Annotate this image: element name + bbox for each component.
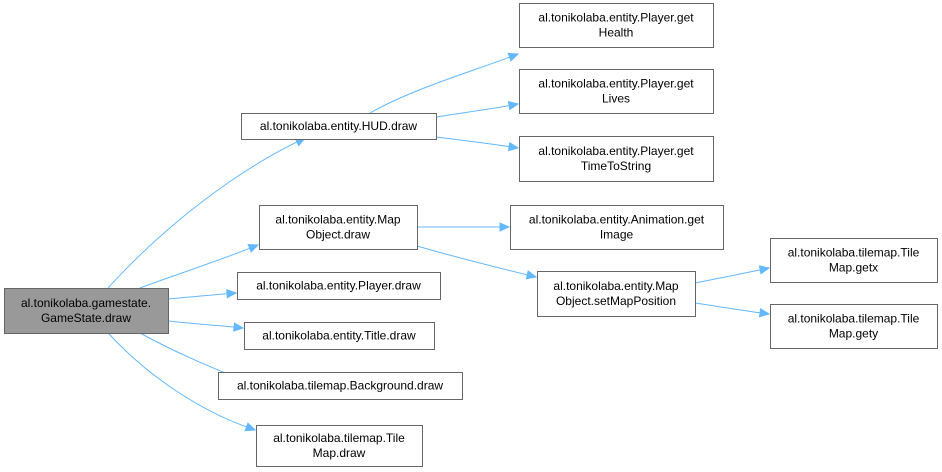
node-label-line: al.tonikolaba.tilemap.Tile [273,431,405,445]
arrowhead [507,52,520,62]
edge-root-to-mapObjDraw [139,244,260,289]
node-label-line: al.tonikolaba.entity.Player.draw [256,279,421,293]
node-label-line: al.tonikolaba.entity.HUD.draw [260,119,418,133]
edge-hud-to-getLives [435,101,520,118]
node-label-line: al.tonikolaba.tilemap.Tile [788,312,920,326]
edge-line [435,105,510,118]
node-box [237,272,441,300]
node-label-line: al.tonikolaba.tilemap.Background.draw [237,379,443,393]
edge-line [107,141,298,289]
node-label-line: al.tonikolaba.entity.Player.get [538,11,694,25]
node-box [241,113,437,140]
arrowhead [247,244,260,253]
edge-line [694,302,761,314]
node-label-line: Health [599,26,634,40]
node-root[interactable]: al.tonikolaba.gamestate.GameState.draw [4,288,169,334]
node-label-line: Map.draw [313,446,366,460]
edge-line [694,269,761,284]
node-label-line: Object.draw [306,228,370,242]
edge-root-to-playerDraw [167,288,238,300]
node-box [510,205,724,250]
edge-line [416,245,528,276]
arrowhead [507,101,520,111]
edge-root-to-tileMapDraw [107,332,257,432]
edge-line [107,332,247,428]
node-label-line: al.tonikolaba.gamestate. [21,296,151,310]
node-box [4,288,169,334]
arrowhead [507,141,520,152]
edge-setMapPos-to-getx [694,265,771,284]
node-label-line: Image [600,228,634,242]
node-bgDraw[interactable]: al.tonikolaba.tilemap.Background.draw [218,372,463,400]
arrowhead [499,222,511,232]
arrowhead [525,270,538,280]
node-box [244,322,435,350]
node-box [770,238,938,283]
node-label-line: Lives [602,92,630,106]
node-label-line: GameState.draw [41,311,131,325]
node-label-line: al.tonikolaba.entity.Map [275,213,401,227]
edge-hud-to-getHealth [369,52,520,114]
arrowhead [758,265,771,275]
node-box [537,271,696,317]
node-label-line: al.tonikolaba.entity.Animation.get [529,213,705,227]
node-box [519,136,714,182]
node-label-line: al.tonikolaba.entity.Map [553,279,679,293]
arrowhead [233,322,245,332]
edge-mapObjDraw-to-animGetImage [416,222,511,232]
node-box [519,3,714,48]
node-label-line: Object.setMapPosition [556,294,676,308]
edge-root-to-titleDraw [167,320,245,332]
edge-line [167,320,235,328]
node-hud[interactable]: al.tonikolaba.entity.HUD.draw [241,113,437,140]
edge-hud-to-getTime [435,136,520,152]
node-label-line: al.tonikolaba.entity.Player.get [538,77,694,91]
node-box [770,304,938,349]
node-label-line: al.tonikolaba.tilemap.Tile [788,246,920,260]
node-label-line: Map.gety [829,327,878,341]
edge-line [167,293,228,300]
node-box [218,372,463,400]
node-box [259,205,418,250]
call-nodes: al.tonikolaba.gamestate.GameState.drawal… [4,3,938,467]
edge-setMapPos-to-gety [694,302,771,318]
node-label-line: Map.getx [829,261,878,275]
node-label-line: al.tonikolaba.entity.Title.draw [262,329,416,343]
node-playerDraw[interactable]: al.tonikolaba.entity.Player.draw [237,272,441,300]
edge-line [369,56,510,114]
edge-line [435,136,510,148]
node-label-line: al.tonikolaba.entity.Player.get [538,144,694,158]
edge-line [139,247,250,289]
arrowhead [758,307,771,318]
node-label-line: TimeToString [581,159,651,173]
arrowhead [226,288,238,299]
node-setMapPos[interactable]: al.tonikolaba.entity.MapObject.setMapPos… [537,271,696,317]
node-titleDraw[interactable]: al.tonikolaba.entity.Title.draw [244,322,435,350]
node-box [256,425,423,467]
node-box [519,69,714,114]
arrowhead [244,422,257,432]
edge-mapObjDraw-to-setMapPos [416,245,538,280]
node-getTime[interactable]: al.tonikolaba.entity.Player.getTimeToStr… [519,136,714,182]
